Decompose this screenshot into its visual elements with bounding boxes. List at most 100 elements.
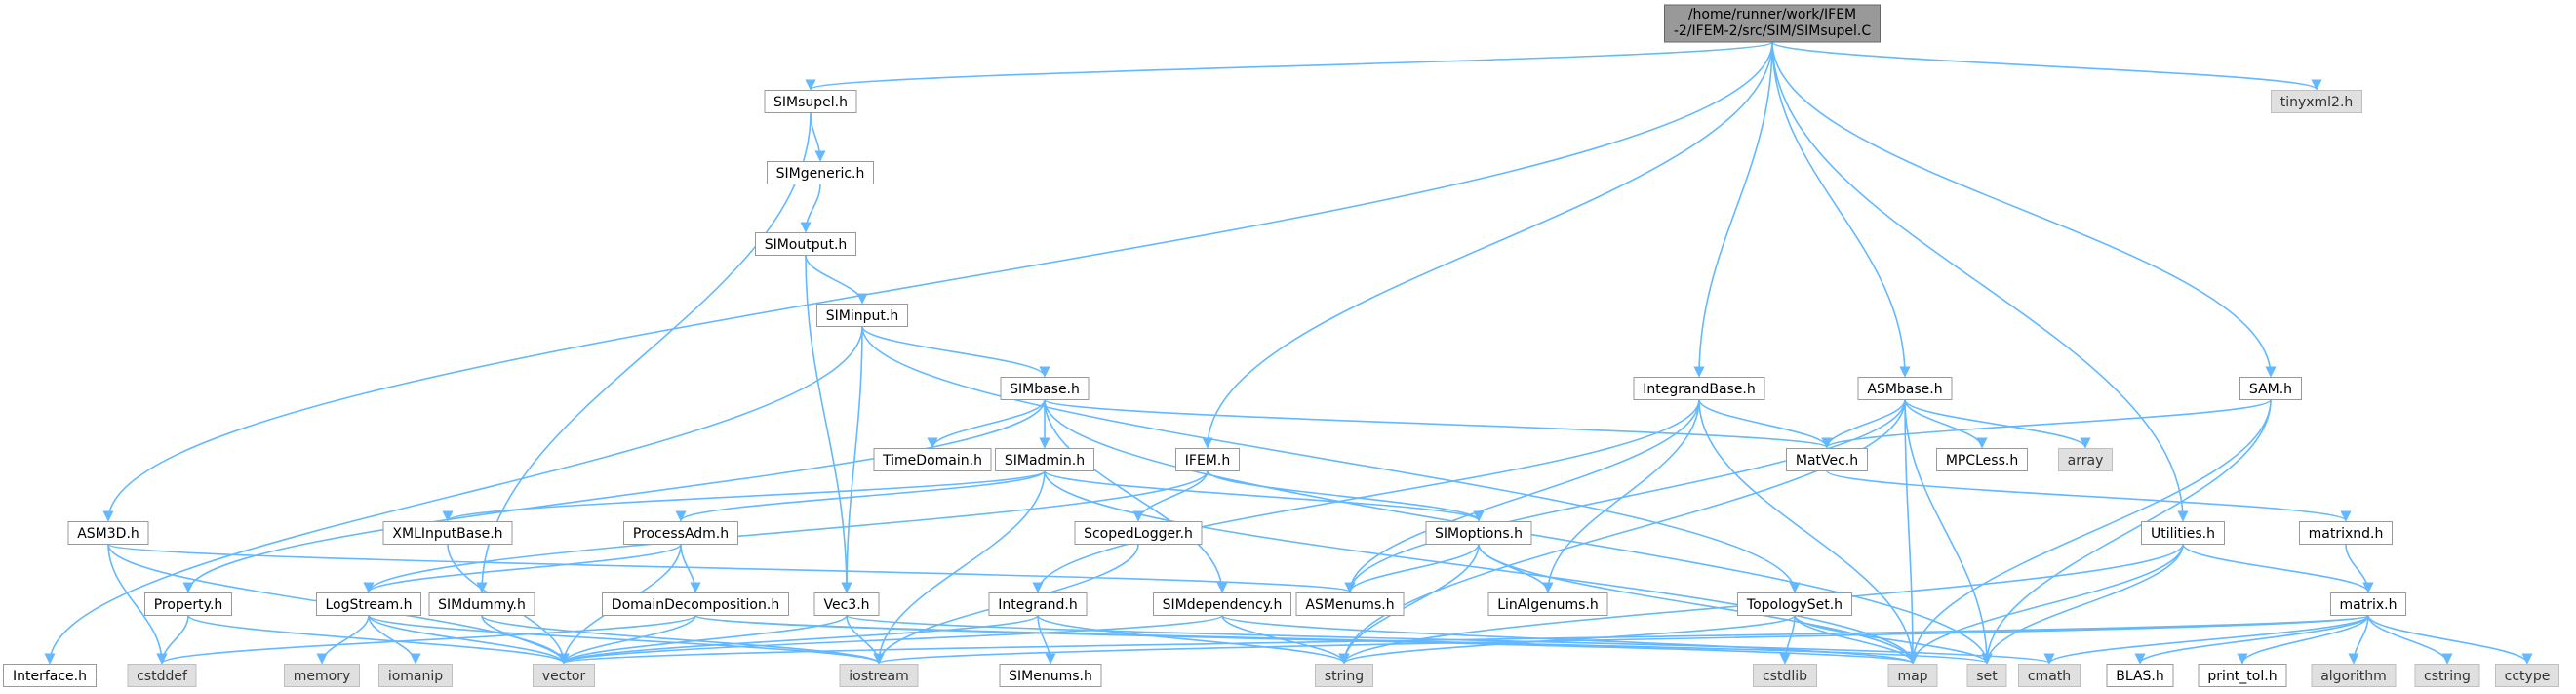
node-SIMdependency-h[interactable]: SIMdependency.h <box>1153 592 1291 616</box>
node-ASM3D-h[interactable]: ASM3D.h <box>67 521 149 545</box>
edge-matrix_h-to-vector <box>559 614 2369 665</box>
node-label: SIMenums.h <box>1009 669 1092 684</box>
edge-SIMadmin_h-to-XMLInputBase_h <box>442 469 1046 522</box>
node-label: cstddef <box>137 669 188 684</box>
edge-SIMbase_h-to-Property_h <box>182 399 1046 593</box>
node-MPCLess-h[interactable]: MPCLess.h <box>1936 448 2028 471</box>
node-cstring: cstring <box>2414 664 2480 687</box>
node-label: print_tol.h <box>2207 669 2277 684</box>
node-SIMadmin-h[interactable]: SIMadmin.h <box>995 448 1094 471</box>
nodes-layer: /home/runner/work/IFEM-2/IFEM-2/src/SIM/… <box>3 4 2559 687</box>
edge-IntegrandBase_h-to-MatVec_h <box>1698 399 1833 449</box>
node-iomanip: iomanip <box>378 664 453 687</box>
edge-TopologySet_h-to-cstdlib <box>1779 615 1796 665</box>
edge-ASMbase_h-to-map <box>1904 399 1919 665</box>
node-string: string <box>1315 664 1373 687</box>
edge-IFEM_h-to-LogStream_h <box>363 470 1209 593</box>
node-SIMgeneric-h[interactable]: SIMgeneric.h <box>767 161 874 184</box>
edge-root-to-Utilities_h <box>1771 41 2189 522</box>
node-label: /home/runner/work/IFEM <box>1688 7 1856 22</box>
edge-matrix_h-to-cmath <box>2043 614 2369 665</box>
edges-layer <box>44 41 2533 665</box>
edge-SIMbase_h-to-MatVec_h <box>1044 398 1833 449</box>
node-LinAlgenums-h[interactable]: LinAlgenums.h <box>1487 592 1608 616</box>
edge-LogStream_h-to-memory <box>316 615 370 665</box>
node-LogStream-h[interactable]: LogStream.h <box>316 592 421 616</box>
edge-IntegrandBase_h-to-Integrand_h <box>1032 399 1700 593</box>
node-SIMinput-h[interactable]: SIMinput.h <box>816 304 908 327</box>
node-cstddef: cstddef <box>127 664 197 687</box>
node-TopologySet-h[interactable]: TopologySet.h <box>1737 592 1852 616</box>
node-SIMoptions-h[interactable]: SIMoptions.h <box>1425 521 1532 545</box>
node-label: ScopedLogger.h <box>1084 526 1193 542</box>
edge-Integrand_h-to-string <box>1037 614 1350 665</box>
node-label: SIMadmin.h <box>1005 453 1085 469</box>
node-SIMoutput-h[interactable]: SIMoutput.h <box>755 232 856 256</box>
node-SIMenums-h[interactable]: SIMenums.h <box>999 664 1102 687</box>
node-ASMenums-h[interactable]: ASMenums.h <box>1295 592 1405 616</box>
node-label: LogStream.h <box>326 597 413 613</box>
node-algorithm: algorithm <box>2311 664 2397 687</box>
node-SIMdummy-h[interactable]: SIMdummy.h <box>428 592 535 616</box>
edge-SIMoptions_h-to-string <box>1338 544 1480 665</box>
node-label: map <box>1897 669 1927 684</box>
node-print-tol-h[interactable]: print_tol.h <box>2198 664 2287 687</box>
node-SAM-h[interactable]: SAM.h <box>2239 377 2302 400</box>
edge-SIMdependency_h-to-vector <box>558 614 1223 665</box>
edge-SIMbase_h-to-TimeDomain_h <box>927 399 1046 449</box>
node-root[interactable]: /home/runner/work/IFEM-2/IFEM-2/src/SIM/… <box>1664 4 1881 43</box>
node-label: Vec3.h <box>823 597 869 613</box>
node-matrixnd-h[interactable]: matrixnd.h <box>2299 521 2393 545</box>
node-tinyxml2-h: tinyxml2.h <box>2271 90 2362 113</box>
edge-Utilities_h-to-set <box>1981 544 2184 665</box>
edge-SIMinput_h-to-Interface_h <box>44 326 863 665</box>
node-ASMbase-h[interactable]: ASMbase.h <box>1857 377 1953 400</box>
node-MatVec-h[interactable]: MatVec.h <box>1786 448 1868 471</box>
node-label: ASM3D.h <box>77 526 139 542</box>
node-Utilities-h[interactable]: Utilities.h <box>2141 521 2225 545</box>
node-ScopedLogger-h[interactable]: ScopedLogger.h <box>1074 521 1203 545</box>
node-TimeDomain-h[interactable]: TimeDomain.h <box>873 448 992 471</box>
node-label: Utilities.h <box>2151 526 2215 542</box>
edge-IntegrandBase_h-to-map <box>1698 399 1919 665</box>
node-matrix-h[interactable]: matrix.h <box>2330 592 2406 616</box>
edge-SIMoutput_h-to-Vec3_h <box>805 255 852 593</box>
edge-Integrand_h-to-SIMenums_h <box>1037 615 1056 665</box>
edge-ProcessAdm_h-to-LogStream_h <box>363 543 682 593</box>
node-label: TimeDomain.h <box>882 453 982 469</box>
edge-IntegrandBase_h-to-ASMenums_h <box>1344 399 1700 593</box>
node-label: Integrand.h <box>998 597 1077 613</box>
node-BLAS-h[interactable]: BLAS.h <box>2106 664 2174 687</box>
node-Property-h[interactable]: Property.h <box>144 592 232 616</box>
node-array: array <box>2058 448 2113 471</box>
node-IntegrandBase-h[interactable]: IntegrandBase.h <box>1633 377 1765 400</box>
edge-ProcessAdm_h-to-DomainDecomposition_h <box>680 544 701 593</box>
node-DomainDecomposition-h[interactable]: DomainDecomposition.h <box>602 592 789 616</box>
edge-Utilities_h-to-matrix_h <box>2182 544 2374 593</box>
node-label: SIMsupel.h <box>773 95 848 110</box>
node-Interface-h[interactable]: Interface.h <box>3 664 97 687</box>
edge-TopologySet_h-to-string <box>1338 614 1796 665</box>
node-label: ASMbase.h <box>1867 382 1942 397</box>
node-SIMbase-h[interactable]: SIMbase.h <box>1000 377 1090 400</box>
edge-SIMoptions_h-to-ASMenums_h <box>1344 544 1480 593</box>
edge-ASMbase_h-to-set <box>1904 399 1993 665</box>
node-Integrand-h[interactable]: Integrand.h <box>988 592 1088 616</box>
edge-IFEM_h-to-SIMoptions_h <box>1207 470 1485 522</box>
edge-matrix_h-to-BLAS_h <box>2134 615 2369 665</box>
edge-SIMadmin_h-to-ProcessAdm_h <box>675 469 1046 522</box>
node-SIMsupel-h[interactable]: SIMsupel.h <box>764 90 857 113</box>
edge-SIMadmin_h-to-SIMoptions_h <box>1044 469 1485 522</box>
node-ProcessAdm-h[interactable]: ProcessAdm.h <box>623 521 738 545</box>
node-label: SIMinput.h <box>826 308 898 324</box>
edge-matrix_h-to-iostream <box>874 614 2369 665</box>
node-IFEM-h[interactable]: IFEM.h <box>1175 448 1240 471</box>
edge-ASM3D_h-to-ASMenums_h <box>107 543 1355 593</box>
node-Vec3-h[interactable]: Vec3.h <box>813 592 880 616</box>
node-XMLInputBase-h[interactable]: XMLInputBase.h <box>382 521 513 545</box>
node-label: TopologySet.h <box>1746 597 1843 613</box>
edge-root-to-SAM_h <box>1771 41 2277 378</box>
node-label: Property.h <box>154 597 223 613</box>
edge-SAM_h-to-map <box>1907 399 2272 665</box>
